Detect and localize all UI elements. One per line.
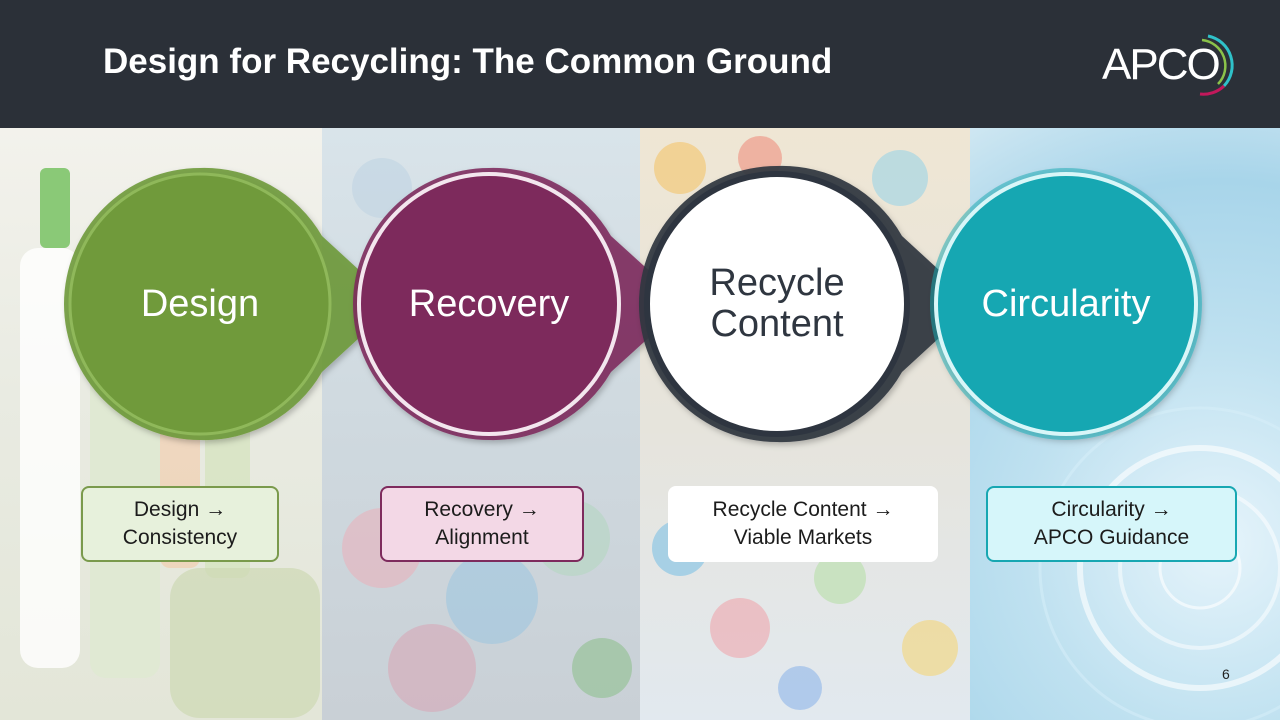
stage-label-circularity: Circularity: [982, 283, 1151, 325]
slide-header: Design for Recycling: The Common Ground …: [0, 0, 1280, 128]
apco-logo: APCO: [1096, 26, 1246, 102]
caption-recovery-line2: Alignment: [435, 526, 529, 549]
slide-title: Design for Recycling: The Common Ground: [103, 42, 833, 81]
caption-recovery: Recovery → Alignment: [380, 486, 584, 562]
caption-design: Design → Consistency: [81, 486, 279, 562]
caption-circularity: Circularity → APCO Guidance: [986, 486, 1237, 562]
caption-circularity-line2: APCO Guidance: [1033, 526, 1190, 549]
page-number: 6: [1222, 666, 1230, 682]
stage-label-design: Design: [141, 283, 259, 325]
logo-ring-icon: [1199, 34, 1234, 96]
logo-text: APCO: [1102, 40, 1221, 89]
caption-circularity-line1: Circularity →: [1051, 498, 1172, 521]
caption-recycle-content: Recycle Content → Viable Markets: [668, 486, 938, 562]
stage-label-recovery: Recovery: [409, 283, 570, 325]
stage-design: [64, 167, 396, 441]
caption-design-line1: Design →: [133, 498, 227, 521]
caption-recycle-line1: Recycle Content →: [712, 498, 894, 521]
stage-label-recycle-line1: Recycle: [709, 262, 844, 304]
stage-circularity: [930, 168, 1202, 440]
stage-recovery: [353, 167, 686, 441]
stage-label-recycle-line2: Content: [710, 303, 844, 345]
caption-recycle-line2: Viable Markets: [733, 526, 873, 549]
stage-recycle-content: [638, 165, 976, 443]
caption-design-line2: Consistency: [122, 526, 238, 549]
caption-recovery-line1: Recovery →: [424, 498, 540, 521]
